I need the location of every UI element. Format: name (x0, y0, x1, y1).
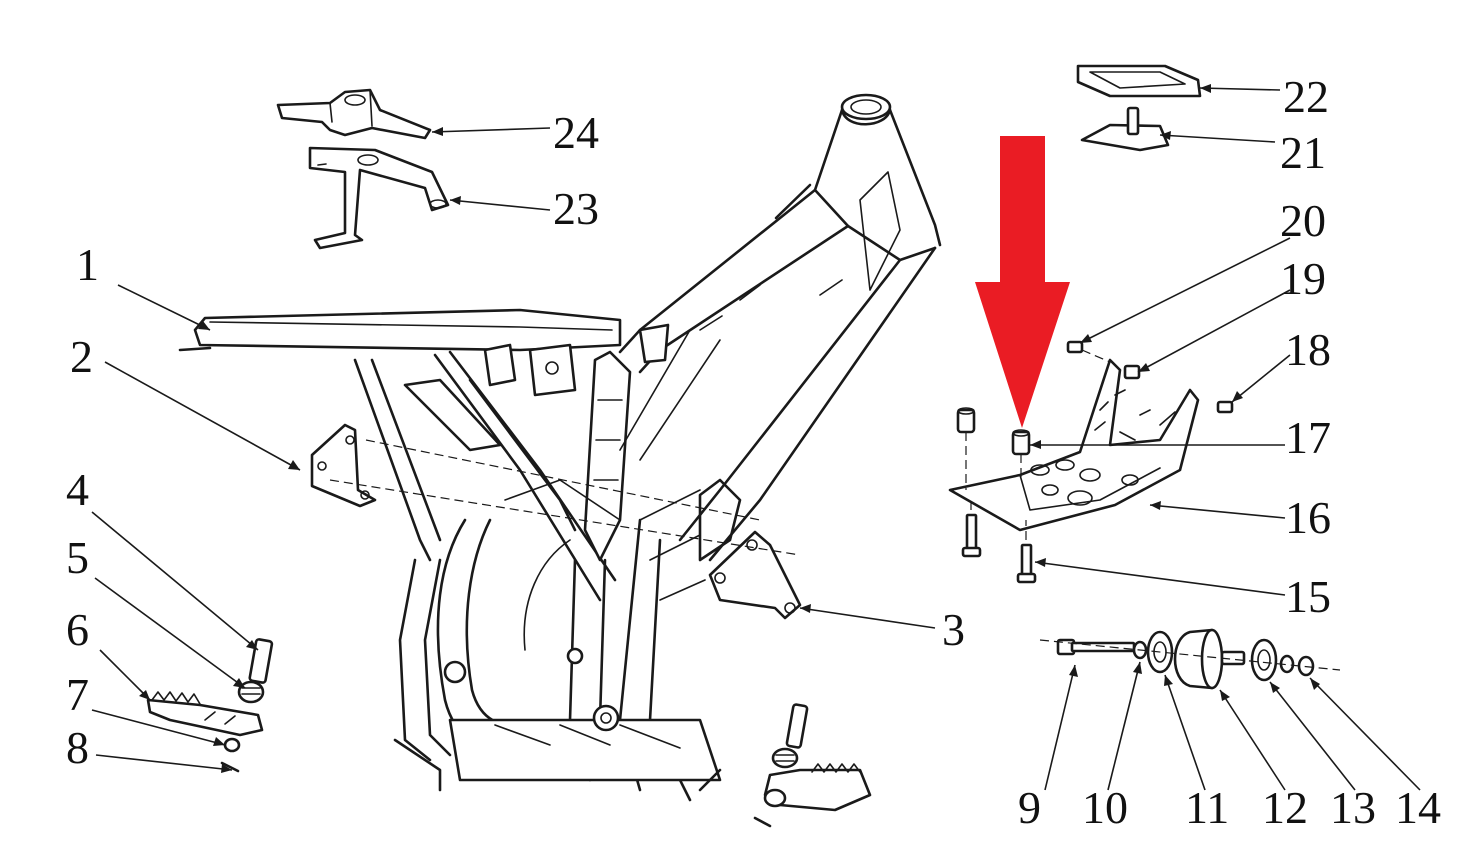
leader-lines (91, 84, 1421, 791)
center-line (365, 439, 761, 521)
part-17-spacers (956, 407, 1031, 490)
footpeg-right-assembly (753, 703, 872, 828)
parts-18-19-20-hardware (1066, 340, 1234, 414)
callout-24: 24 (553, 107, 599, 158)
callout-1: 1 (76, 239, 99, 290)
main-frame (178, 93, 942, 802)
callout-21: 21 (1280, 127, 1326, 178)
callout-20: 20 (1280, 195, 1326, 246)
callout-labels: 1 2 3 4 5 6 7 8 9 10 11 12 13 14 15 16 1… (66, 71, 1441, 833)
part-15-bolts (961, 500, 1037, 584)
callout-13: 13 (1330, 782, 1376, 833)
center-line (329, 479, 801, 556)
callout-8: 8 (66, 722, 89, 773)
callout-12: 12 (1262, 782, 1308, 833)
part-3-mount-bracket (708, 530, 802, 620)
highlight-arrow (975, 136, 1070, 428)
part-2-mount-bracket (310, 423, 377, 508)
callout-18: 18 (1285, 324, 1331, 375)
callout-11: 11 (1185, 782, 1229, 833)
callout-7: 7 (66, 669, 89, 720)
part-16-skid-plate (948, 358, 1200, 532)
callout-16: 16 (1285, 492, 1331, 543)
callout-5: 5 (66, 532, 89, 583)
callout-6: 6 (66, 604, 89, 655)
callout-3: 3 (942, 604, 965, 655)
part-23-bracket (308, 146, 450, 250)
callout-19: 19 (1280, 253, 1326, 304)
callout-23: 23 (553, 183, 599, 234)
part-21-plate-with-stud (1080, 106, 1170, 152)
callout-10: 10 (1082, 782, 1128, 833)
callout-17: 17 (1285, 412, 1331, 463)
callout-22: 22 (1283, 71, 1329, 122)
callout-9: 9 (1018, 782, 1041, 833)
part-22-plate (1076, 64, 1202, 98)
parts-9-14-mount-assembly (1039, 628, 1341, 690)
part-24-bracket (276, 88, 432, 140)
callout-4: 4 (66, 464, 89, 515)
callout-14: 14 (1395, 782, 1441, 833)
footpeg-left-assembly (146, 638, 274, 773)
callout-15: 15 (1285, 571, 1331, 622)
callout-2: 2 (70, 331, 93, 382)
